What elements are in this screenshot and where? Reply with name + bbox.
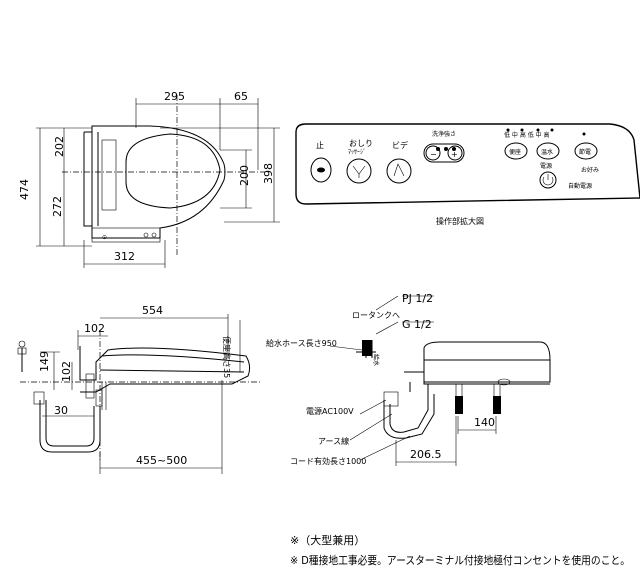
power-button[interactable] bbox=[539, 171, 557, 189]
stop-icon bbox=[317, 167, 325, 173]
earth-label: アース線 bbox=[318, 436, 349, 446]
panel-mini-label: ⊙ bbox=[102, 234, 107, 241]
note-2: ※ D種接地工事必要。アースターミナル付接地極付コンセントを使用のこと。 bbox=[290, 553, 630, 567]
rotank-label: ロータンクへ bbox=[352, 311, 400, 320]
water-button[interactable] bbox=[536, 142, 560, 160]
seat-button[interactable] bbox=[504, 142, 528, 160]
dim-140: 140 bbox=[474, 416, 495, 429]
seat-label: 便座 bbox=[509, 148, 521, 156]
control-panel: 止 おしり ﾏｯｻｰｼﾞ ビデ 洗浄強さ − + 低 中 高 低 中 高 便座 … bbox=[295, 123, 640, 226]
dim-35: 便座高さ35 bbox=[222, 336, 232, 378]
power-sub-label: 自動電源 bbox=[568, 182, 592, 190]
eco-sub-label: お好み bbox=[581, 166, 599, 174]
plus-icon: + bbox=[451, 150, 458, 159]
dim-272: 272 bbox=[51, 196, 64, 217]
cord-label: コード有効長さ1000 bbox=[290, 456, 366, 466]
bidet-icon bbox=[393, 163, 405, 177]
seat-level-label: 低 中 高 低 中 高 bbox=[504, 131, 550, 139]
minus-button[interactable] bbox=[425, 145, 441, 161]
connection-view: PJ 1/2 ロータンクへ G 1/2 給水ホース長さ950 給水 電源AC10… bbox=[266, 292, 551, 466]
dim-102a: 102 bbox=[84, 322, 105, 335]
bidet-button[interactable] bbox=[386, 158, 412, 184]
oshiri-button[interactable] bbox=[346, 158, 372, 184]
panel-caption: 操作部拡大図 bbox=[436, 216, 484, 226]
water-label: 温水 bbox=[541, 148, 553, 156]
hose-label: 給水ホース長さ950 bbox=[266, 338, 337, 348]
stop-button[interactable] bbox=[310, 157, 332, 183]
eco-button[interactable] bbox=[574, 142, 598, 160]
dim-202: 202 bbox=[53, 136, 66, 157]
massage-label: ﾏｯｻｰｼﾞ bbox=[348, 149, 366, 156]
g-label: G 1/2 bbox=[402, 318, 432, 331]
dim-398: 398 bbox=[262, 163, 275, 184]
dim-312: 312 bbox=[114, 250, 135, 263]
pressure-control bbox=[423, 143, 465, 163]
power-label: 電源 bbox=[540, 162, 552, 170]
note-1: ※（大型兼用） bbox=[290, 533, 365, 547]
dim-102b: 102 bbox=[60, 361, 73, 382]
plus-button[interactable] bbox=[447, 145, 463, 161]
dim-455: 455~500 bbox=[136, 454, 187, 467]
bidet-label: ビデ bbox=[392, 140, 408, 150]
dim-65: 65 bbox=[234, 90, 248, 103]
oshiri-icon bbox=[352, 165, 366, 178]
top-view: ⊙ 295 65 474 202 272 200 398 312 bbox=[18, 90, 280, 268]
oshiri-label: おしり bbox=[349, 139, 373, 148]
dim-206: 206.5 bbox=[410, 448, 442, 461]
dim-149: 149 bbox=[38, 351, 51, 372]
power-source-label: 電源AC100V bbox=[306, 407, 354, 416]
dim-200: 200 bbox=[238, 165, 251, 186]
eco-label: 節電 bbox=[579, 148, 591, 156]
minus-icon: − bbox=[430, 150, 437, 159]
pressure-label: 洗浄強さ bbox=[432, 130, 456, 138]
power-icon bbox=[542, 174, 554, 186]
pj-label: PJ 1/2 bbox=[402, 292, 433, 305]
stop-label: 止 bbox=[316, 140, 324, 150]
dim-554: 554 bbox=[142, 304, 163, 317]
supply-label: 給水 bbox=[372, 354, 380, 366]
dim-30: 30 bbox=[54, 404, 68, 417]
notes: ※（大型兼用） ※ D種接地工事必要。アースターミナル付接地極付コンセントを使用… bbox=[290, 533, 630, 567]
dim-295: 295 bbox=[164, 90, 185, 103]
dim-474: 474 bbox=[18, 179, 31, 200]
side-view: 554 102 149 102 30 455~500 便座高さ35 bbox=[17, 304, 260, 474]
